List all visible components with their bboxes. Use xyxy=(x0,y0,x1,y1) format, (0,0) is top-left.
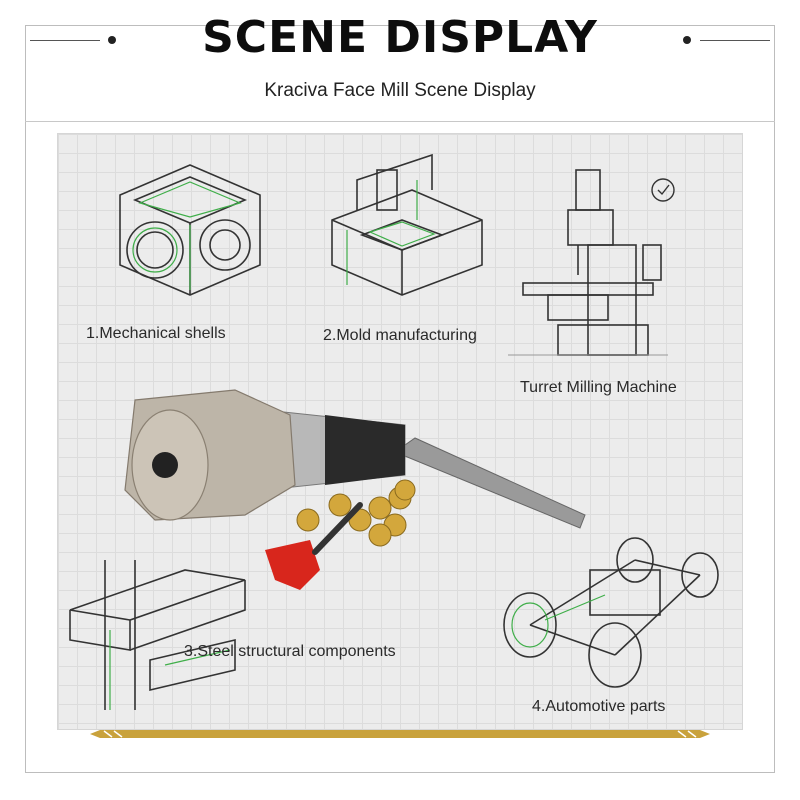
car-chassis-drawing xyxy=(503,537,719,688)
title-rule-left xyxy=(30,40,100,41)
scene-label-turret-milling-machine: Turret Milling Machine xyxy=(520,379,677,396)
scene-label-automotive-parts: 4.Automotive parts xyxy=(532,698,666,715)
title-dot-right xyxy=(683,36,691,44)
scene-label-steel-structural-components: 3.Steel structural components xyxy=(184,643,396,660)
header-divider xyxy=(25,121,775,122)
mold-drawing xyxy=(331,153,483,296)
milling-machine-drawing xyxy=(508,169,675,356)
scene-label-mechanical-shells: 1.Mechanical shells xyxy=(86,325,226,342)
page-subtitle: Kraciva Face Mill Scene Display xyxy=(264,80,536,101)
mechanical-shell-drawing xyxy=(119,164,261,296)
page-title: SCENE DISPLAY xyxy=(202,12,598,63)
outer-frame xyxy=(25,25,775,773)
steel-structure-drawing xyxy=(69,560,246,710)
title-rule-right xyxy=(700,40,770,41)
gold-divider xyxy=(90,730,710,738)
scene-label-mold-manufacturing: 2.Mold manufacturing xyxy=(323,327,477,344)
face-mill-product xyxy=(124,389,586,590)
title-dot-left xyxy=(108,36,116,44)
